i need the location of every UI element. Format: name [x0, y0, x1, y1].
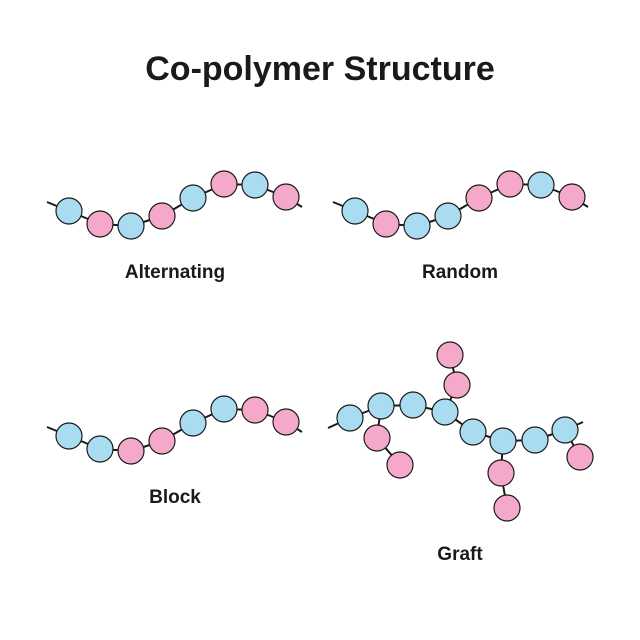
- random-monomer-b: [372, 210, 400, 238]
- graft-branch-monomer-b: [436, 341, 464, 369]
- block-monomer-a: [86, 435, 114, 463]
- alternating-monomer-b: [86, 210, 114, 238]
- diagram-title: Co-polymer Structure: [145, 50, 495, 88]
- block-monomer-a: [179, 409, 207, 437]
- graft-backbone-monomer-a: [521, 426, 549, 454]
- block-monomer-b: [117, 437, 145, 465]
- random-monomer-a: [434, 202, 462, 230]
- graft-backbone-monomer-a: [431, 398, 459, 426]
- alternating-monomer-b: [148, 202, 176, 230]
- random-monomer-b: [465, 184, 493, 212]
- graft-branch-monomer-b: [363, 424, 391, 452]
- graft-branch-monomer-b: [443, 371, 471, 399]
- label-graft: Graft: [437, 544, 483, 565]
- alternating-monomer-b: [210, 170, 238, 198]
- random-monomer-a: [527, 171, 555, 199]
- random-monomer-b: [558, 183, 586, 211]
- random-monomer-a: [341, 197, 369, 225]
- graft-branch-monomer-b: [493, 494, 521, 522]
- block-monomer-b: [272, 408, 300, 436]
- graft-branch-monomer-b: [566, 443, 594, 471]
- graft-backbone-monomer-a: [551, 416, 579, 444]
- random-monomer-b: [496, 170, 524, 198]
- alternating-monomer-a: [179, 184, 207, 212]
- label-block: Block: [149, 487, 201, 508]
- label-random: Random: [422, 262, 498, 283]
- alternating-monomer-b: [272, 183, 300, 211]
- graft-branch-monomer-b: [487, 459, 515, 487]
- alternating-monomer-a: [241, 171, 269, 199]
- random-monomer-a: [403, 212, 431, 240]
- graft-backbone-monomer-a: [489, 427, 517, 455]
- graft-backbone-monomer-a: [399, 391, 427, 419]
- graft-branch-monomer-b: [386, 451, 414, 479]
- block-monomer-a: [55, 422, 83, 450]
- label-alternating: Alternating: [124, 262, 226, 283]
- graft-backbone-monomer-a: [336, 404, 364, 432]
- alternating-monomer-a: [117, 212, 145, 240]
- block-monomer-a: [210, 395, 238, 423]
- alternating-monomer-a: [55, 197, 83, 225]
- block-monomer-b: [241, 396, 269, 424]
- block-monomer-b: [148, 427, 176, 455]
- graft-backbone-monomer-a: [367, 392, 395, 420]
- graft-backbone-monomer-a: [459, 418, 487, 446]
